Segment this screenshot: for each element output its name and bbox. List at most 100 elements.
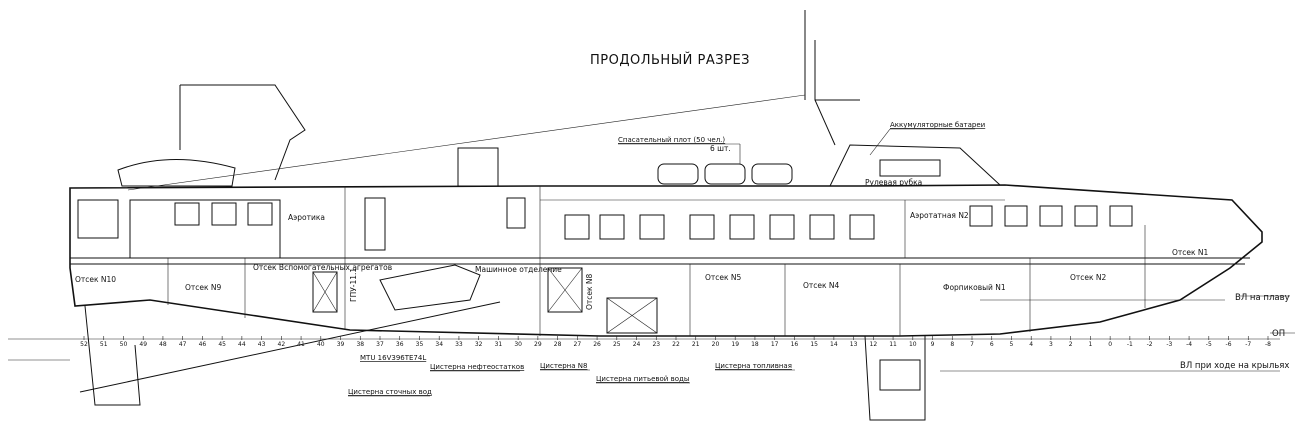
frame-number: 31 [495, 341, 503, 348]
hydrofoils [84, 305, 926, 421]
frame-number: 32 [475, 341, 483, 348]
exhaust-funnel [457, 147, 499, 187]
wheelhouse-window [879, 159, 941, 177]
aft-foil [84, 305, 141, 406]
frame-number: 17 [771, 341, 779, 348]
frame-number: 34 [435, 341, 443, 348]
n8-tank-box [547, 267, 583, 313]
boat-crane [179, 84, 306, 181]
aft-window [247, 202, 273, 226]
compartment-n8: Отсек N8 [585, 273, 594, 310]
frame-number: 37 [376, 341, 384, 348]
engine-casing-door [364, 197, 386, 251]
compartment-n10: Отсек N10 [75, 275, 116, 284]
frame-number: -2 [1147, 341, 1153, 348]
frame-number: 4 [1029, 341, 1033, 348]
frame-number: 14 [830, 341, 838, 348]
forward-foil [864, 335, 926, 421]
frame-number: 13 [850, 341, 858, 348]
room-wheelhouse: Рулевая рубка [865, 178, 922, 187]
frame-number: 11 [889, 341, 897, 348]
mast-stay [127, 94, 806, 191]
frame-number: 45 [218, 341, 226, 348]
frame-number: 30 [514, 341, 522, 348]
frame-number: -7 [1245, 341, 1251, 348]
compartment-n5: Отсек N5 [705, 273, 742, 282]
frame-number: 9 [931, 341, 935, 348]
life-raft [657, 163, 699, 185]
frame-number: 50 [120, 341, 128, 348]
bow-window [1074, 205, 1098, 227]
frame-number: -4 [1186, 341, 1192, 348]
room-vestibule: Аэротатная N2 [910, 211, 969, 220]
frame-number: 41 [297, 341, 305, 348]
aft-superstructure [77, 84, 526, 259]
frame-number: 38 [356, 341, 364, 348]
compartment-aux: Отсек Вспомогательных агрегатов [253, 263, 392, 272]
propeller-shaft [79, 301, 501, 393]
hull [69, 184, 1263, 337]
frame-number: 21 [692, 341, 700, 348]
saloon-window [689, 214, 715, 240]
frame-number: 15 [810, 341, 818, 348]
leader-lines [348, 128, 975, 397]
frame-number: 12 [870, 341, 878, 348]
frame-number: 25 [613, 341, 621, 348]
frame-number: 19 [731, 341, 739, 348]
saloon-window [564, 214, 590, 240]
callout-fuel-tank: Цистерна топливная [715, 362, 792, 370]
frame-number: 26 [593, 341, 601, 348]
wheelhouse [127, 10, 1001, 191]
frame-number: 0 [1108, 341, 1112, 348]
waterlines [8, 295, 1295, 372]
frame-number: 39 [337, 341, 345, 348]
callout-sewage-tank: Цистерна сточных вод [348, 388, 432, 396]
frame-number: 7 [970, 341, 974, 348]
callout-raft-count: 6 шт. [710, 144, 731, 153]
compartment-n9: Отсек N9 [185, 283, 222, 292]
rescue-boat [117, 159, 236, 187]
frame-number: 52 [80, 341, 88, 348]
frame-number: 48 [159, 341, 167, 348]
frame-number: 8 [950, 341, 954, 348]
aft-window [211, 202, 237, 226]
saloon-window [809, 214, 835, 240]
foil-strut [879, 359, 921, 391]
compartment-n4: Отсек N4 [803, 281, 840, 290]
frame-number: 27 [574, 341, 582, 348]
saloon-window [769, 214, 795, 240]
room-aerotika: Аэротика [288, 213, 325, 222]
mast-frame [814, 40, 860, 146]
frame-number: 35 [416, 341, 424, 348]
bow-window [1004, 205, 1028, 227]
frame-number: 47 [179, 341, 187, 348]
drawing-title: ПРОДОЛЬНЫЙ РАЗРЕЗ [590, 52, 750, 68]
compartment-n1: Отсек N1 [1172, 248, 1209, 257]
frame-number: -5 [1206, 341, 1212, 348]
baseline-label: ОП [1272, 329, 1285, 339]
frame-number: -8 [1265, 341, 1271, 348]
frame-number: 36 [396, 341, 404, 348]
frame-number: 49 [139, 341, 147, 348]
aft-saloon [129, 199, 281, 259]
saloon-window [729, 214, 755, 240]
frame-number: 23 [652, 341, 660, 348]
frame-number: 3 [1049, 341, 1053, 348]
callout-engine-model: МТU 16V396TE74L [360, 354, 426, 362]
aft-door [77, 199, 119, 239]
room-gpu: ГПУ-11.1 [349, 268, 358, 302]
frame-number: 33 [455, 341, 463, 348]
compartment-forepeak: Форпиковый N1 [943, 283, 1006, 292]
frame-number: 29 [534, 341, 542, 348]
frame-number: 6 [990, 341, 994, 348]
frame-number: 51 [100, 341, 108, 348]
aft-window [174, 202, 200, 226]
forward-saloon [564, 205, 1133, 240]
saloon-window [639, 214, 665, 240]
frame-number: -6 [1226, 341, 1232, 348]
bow-window [1109, 205, 1133, 227]
callout-n8-tank: Цистерна N8 [540, 362, 587, 370]
life-raft [704, 163, 746, 185]
life-raft [751, 163, 793, 185]
